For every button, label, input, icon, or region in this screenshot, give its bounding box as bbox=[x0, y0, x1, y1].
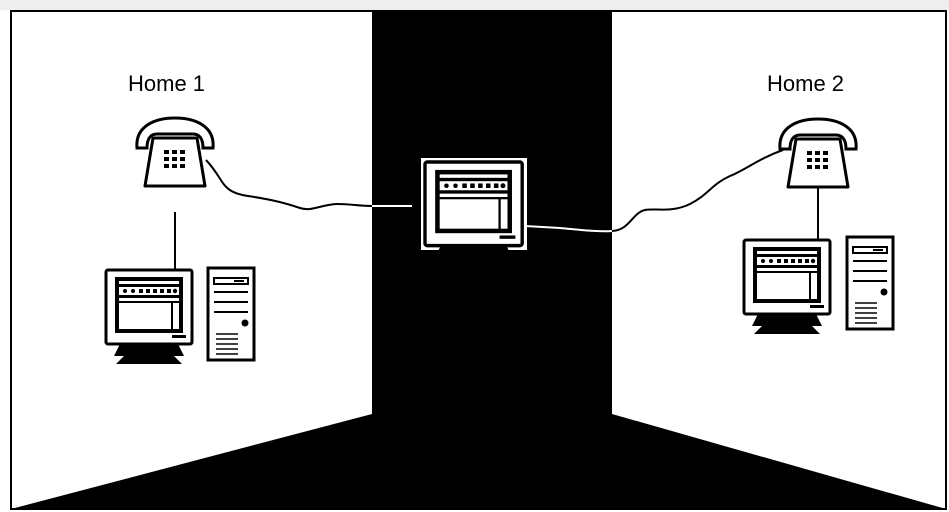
home-1-label: Home 1 bbox=[128, 73, 205, 95]
home-2-label: Home 2 bbox=[767, 73, 844, 95]
home2-computer-tower-icon bbox=[847, 237, 893, 329]
home2-computer-monitor-icon bbox=[744, 240, 830, 334]
home1-computer-tower-icon bbox=[208, 268, 254, 360]
top-strip bbox=[0, 0, 949, 10]
home1-computer-monitor-icon bbox=[106, 270, 192, 364]
